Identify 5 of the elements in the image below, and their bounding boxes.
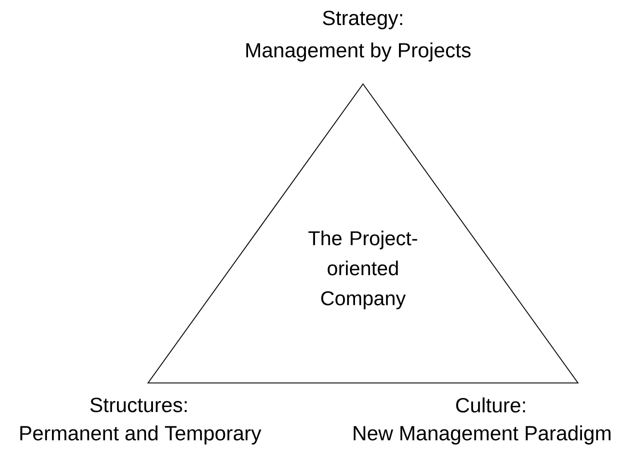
corner-label: Structures: [90, 398, 187, 412]
corner-label: Management by Projects [246, 42, 471, 62]
corner-label: Permanent and Temporary [20, 425, 262, 445]
corner-label: New Management Paradigm [354, 425, 610, 445]
corner-label: Strategy: [322, 10, 402, 30]
